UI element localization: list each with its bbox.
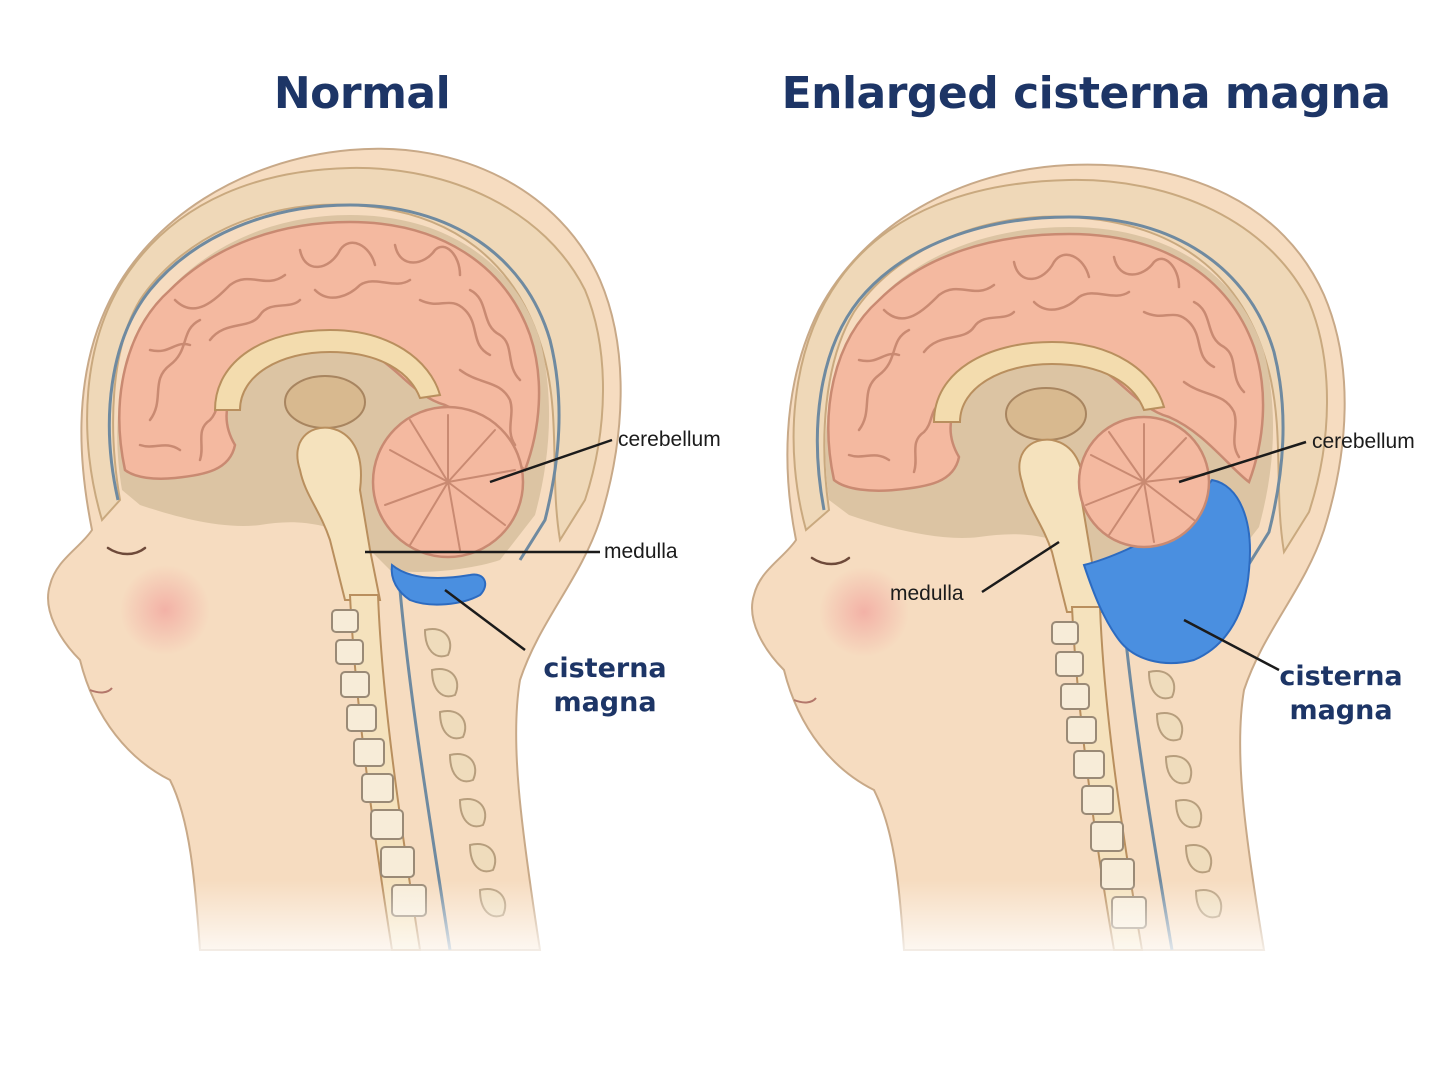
- corpus-callosum: [932, 340, 1166, 423]
- leader-lines: [365, 438, 613, 651]
- skull: [86, 166, 604, 543]
- leader-medulla: [981, 540, 1060, 594]
- label-medulla: medulla: [890, 582, 964, 605]
- illustration-normal: [0, 147, 724, 970]
- panel-title-enlarged: Enlarged cisterna magna: [781, 68, 1391, 119]
- label-cisterna-magna: cisterna magna: [1266, 660, 1416, 728]
- panel-normal: Normal: [0, 68, 724, 970]
- cheek-blush: [120, 565, 210, 655]
- closed-eye: [810, 556, 851, 566]
- leader-cerebellum: [1178, 440, 1307, 484]
- mouth: [793, 697, 817, 704]
- cerebellum-folia: [1085, 423, 1205, 543]
- illustration-enlarged: [724, 163, 1448, 1086]
- cerebrum-gyri: [138, 241, 522, 462]
- label-cisterna-line1: cisterna: [1279, 661, 1403, 692]
- cerebellum-folia: [384, 414, 516, 551]
- thalamus: [284, 375, 366, 429]
- dura-line: [815, 215, 1285, 573]
- label-cisterna-line2: magna: [553, 687, 657, 718]
- cheek-blush: [819, 567, 909, 657]
- panel-enlarged: Enlarged cisterna magna: [724, 0, 1448, 1086]
- label-cerebellum: cerebellum: [618, 428, 721, 451]
- label-cisterna-magna: cisterna magna: [530, 652, 680, 720]
- panel-title-normal: Normal: [273, 68, 451, 119]
- corpus-callosum: [213, 328, 442, 411]
- leader-lines: [981, 440, 1307, 672]
- dura-line: [107, 203, 561, 561]
- label-cisterna-line2: magna: [1289, 695, 1393, 726]
- cerebrum-gyri: [847, 253, 1246, 474]
- leader-cisterna: [1183, 618, 1280, 672]
- leader-cisterna: [444, 589, 526, 651]
- label-medulla: medulla: [604, 540, 678, 563]
- closed-eye: [106, 546, 147, 556]
- label-cerebellum: cerebellum: [1312, 430, 1415, 453]
- label-cisterna-line1: cisterna: [543, 653, 667, 684]
- leader-cerebellum: [489, 438, 613, 484]
- thalamus: [1005, 387, 1087, 441]
- mouth: [89, 687, 113, 694]
- vertebral-column: [1051, 621, 1147, 929]
- cisterna-magna-small: [390, 563, 487, 606]
- brainstem: [296, 426, 382, 601]
